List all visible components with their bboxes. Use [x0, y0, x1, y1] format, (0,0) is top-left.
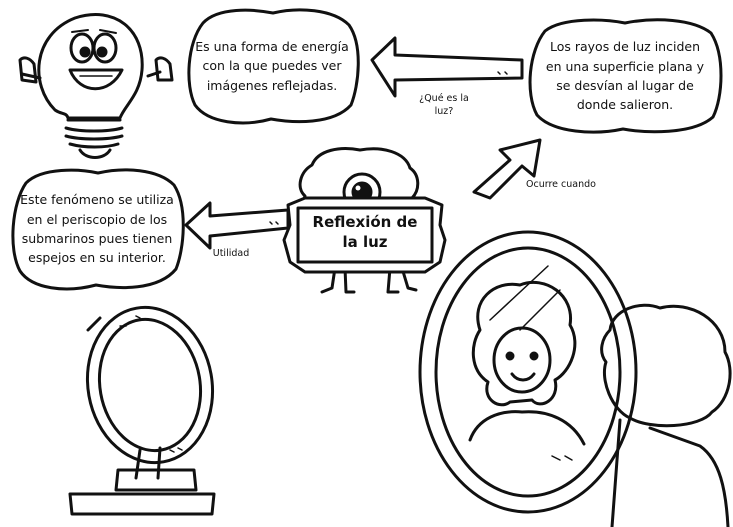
occurs-line-2: en una superficie plana y [545, 58, 705, 74]
label-what-is-light: ¿Qué es la luz? [404, 93, 484, 119]
bubble-definition: Es una forma de energía con la que puede… [183, 5, 361, 127]
occurs-line-1: Los rayos de luz inciden [549, 39, 700, 55]
usage-line-4: espejos en su interior. [28, 250, 166, 266]
label-usage: Utilidad [212, 248, 250, 259]
center-title: Reflexión de la luz [300, 213, 430, 252]
wall-mirror-icon [418, 230, 732, 527]
bubble-usage: Este fenómeno se utiliza en el periscopi… [8, 165, 186, 293]
occurs-line-3: se desvían al lugar de [556, 78, 694, 93]
usage-line-1: Este fenómeno se utiliza [20, 192, 174, 208]
lightbulb-icon [18, 13, 174, 159]
title-banner [282, 196, 447, 274]
center-title-line-2: la luz [342, 232, 388, 251]
bubble-occurs: Los rayos de luz inciden en una superfic… [525, 15, 725, 137]
definition-line-2: con la que puedes ver [202, 58, 342, 74]
center-title-line-1: Reflexión de [312, 213, 418, 231]
label-what-line-1: ¿Qué es la [419, 93, 469, 104]
usage-line-2: en el periscopio de los [26, 211, 168, 227]
usage-line-3: submarinos pues tienen [21, 231, 173, 246]
definition-line-1: Es una forma de energía [195, 38, 349, 54]
occurs-line-4: donde salieron. [576, 97, 674, 113]
label-what-line-2: luz? [434, 105, 454, 117]
arrow-to-usage [184, 201, 290, 250]
arrow-to-occurs [472, 138, 542, 200]
label-occurs: Ocurre cuando [526, 179, 596, 190]
arrow-to-definition [370, 36, 524, 98]
hand-mirror-icon [68, 305, 216, 516]
definition-line-3: imágenes reflejadas. [206, 77, 338, 93]
